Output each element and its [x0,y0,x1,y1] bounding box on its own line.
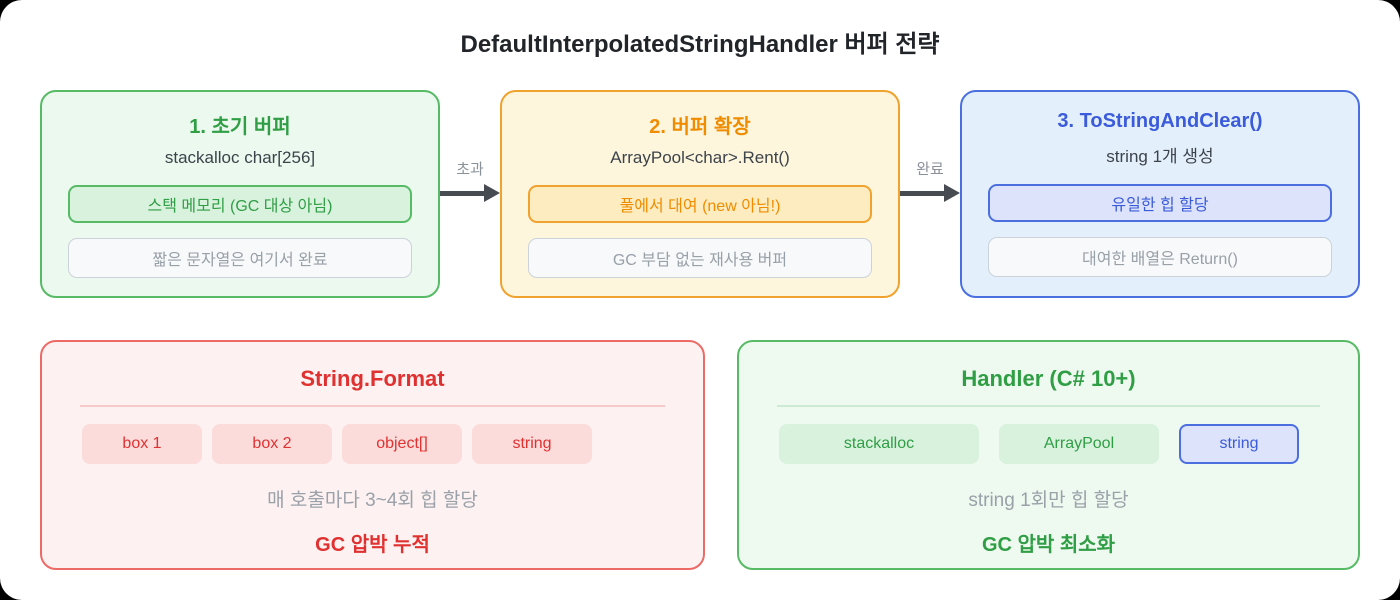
highlight-chip: 스택 메모리 (GC 대상 아님) [68,185,412,223]
comparison-box-handler: Handler (C# 10+) stackalloc ArrayPool st… [737,340,1360,570]
flow-arrow-complete: 완료 [900,158,960,208]
highlight-chip: 유일한 힙 할당 [988,184,1332,222]
stage-title: 2. 버퍼 확장 [649,116,751,138]
arrow-line [900,191,946,196]
comparison-title: Handler (C# 10+) [961,366,1136,391]
stage-subtitle: string 1개 생성 [1106,147,1214,166]
note-chip: 대여한 배열은 Return() [988,237,1332,277]
verdict-text: GC 압박 누적 [315,533,430,556]
note-chip: 짧은 문자열은 여기서 완료 [68,238,412,278]
arrow-label: 초과 [456,161,484,178]
note-chip: GC 부담 없는 재사용 버퍼 [528,238,872,278]
divider [777,405,1320,407]
stage-title: 1. 초기 버퍼 [189,116,291,138]
stage-title: 3. ToStringAndClear() [1057,110,1263,132]
allocation-chip: box 1 [82,423,202,464]
diagram-title: DefaultInterpolatedStringHandler 버퍼 전략 [460,31,940,58]
comparison-title: String.Format [300,366,445,391]
stage-subtitle: stackalloc char[256] [164,148,316,167]
note-text: 매 호출마다 3~4회 힙 할당 [267,489,478,511]
note-text: string 1회만 힙 할당 [968,489,1129,511]
stage-box-buffer-expand: 2. 버퍼 확장 ArrayPool<char>.Rent() 풀에서 대여 (… [500,90,900,298]
comparison-box-string-format: String.Format box 1 box 2 object[] strin… [40,340,705,570]
allocation-chips-row: box 1 box 2 object[] string [42,423,703,464]
allocation-chip: string [472,423,592,464]
stage-box-tostring-and-clear: 3. ToStringAndClear() string 1개 생성 유일한 힙… [960,90,1360,298]
arrow-head-icon [484,184,500,202]
allocation-chip: stackalloc [779,423,979,464]
allocation-chip: object[] [342,423,462,464]
divider [80,405,665,407]
allocation-chip: string [1179,423,1299,464]
highlight-chip: 풀에서 대여 (new 아님!) [528,185,872,223]
arrow-label: 완료 [916,161,944,178]
stage-box-initial-buffer: 1. 초기 버퍼 stackalloc char[256] 스택 메모리 (GC… [40,90,440,298]
allocation-chip: ArrayPool [999,423,1159,464]
arrow-line [440,191,486,196]
allocation-chip: box 2 [212,423,332,464]
flow-arrow-overflow: 초과 [440,158,500,208]
arrow-head-icon [944,184,960,202]
allocation-chips-row: stackalloc ArrayPool string [739,423,1358,464]
stage-subtitle: ArrayPool<char>.Rent() [610,148,790,167]
verdict-text: GC 압박 최소화 [981,533,1116,556]
